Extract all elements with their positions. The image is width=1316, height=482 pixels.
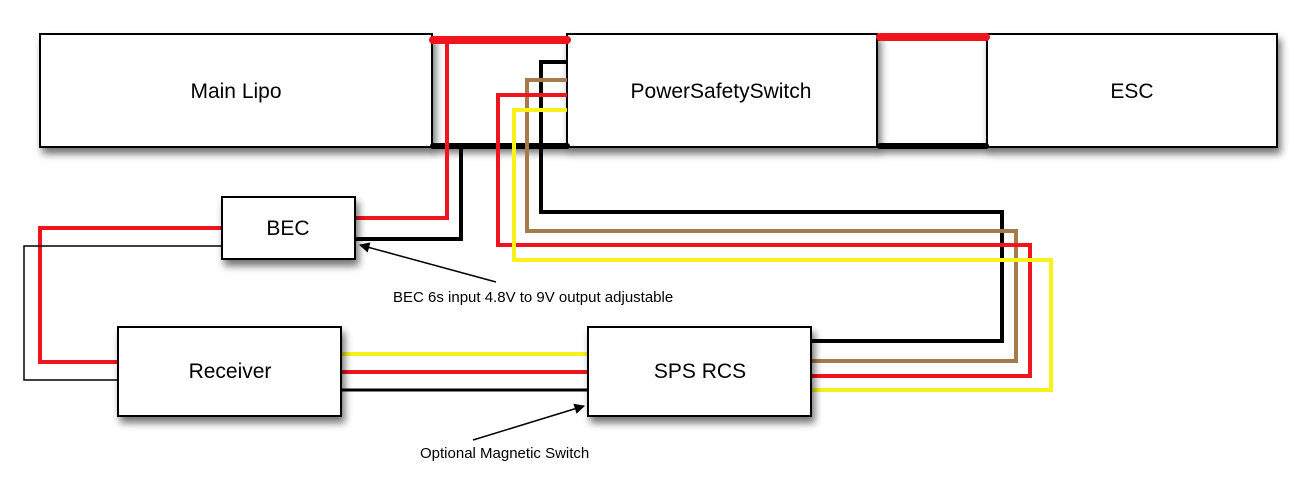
esc-box[interactable]: ESC [986, 33, 1278, 148]
bec-negative-wire [355, 146, 463, 241]
bec-receiver-black-wire [23, 245, 221, 381]
receiver-box[interactable]: Receiver [117, 326, 342, 417]
pss-esc-connector-area [876, 39, 988, 147]
sps-rcs-box[interactable]: SPS RCS [587, 326, 812, 417]
magnetic-switch-arrow [472, 403, 586, 441]
bec-positive-wire [355, 40, 449, 220]
pss-yellow-wire [512, 108, 1053, 392]
pss-red-wire [496, 93, 1032, 378]
receiver-label: Receiver [189, 360, 272, 383]
pss-black-wire [539, 60, 1004, 343]
pss-brown-wire [525, 78, 1018, 363]
main-lipo-box[interactable]: Main Lipo [39, 33, 433, 148]
magnetic-switch-note: Optional Magnetic Switch [420, 445, 589, 462]
main-lipo-label: Main Lipo [190, 80, 281, 103]
power-safety-switch-label: PowerSafetySwitch [631, 80, 812, 103]
bec-note-arrow [358, 242, 497, 283]
esc-label: ESC [1110, 80, 1153, 103]
sps-rcs-label: SPS RCS [654, 360, 746, 383]
bec-label: BEC [266, 217, 309, 240]
power-safety-switch-box[interactable]: PowerSafetySwitch [566, 33, 878, 148]
bec-receiver-red-wire [38, 226, 221, 364]
bec-box[interactable]: BEC [221, 196, 356, 260]
bec-note: BEC 6s input 4.8V to 9V output adjustabl… [393, 289, 673, 306]
